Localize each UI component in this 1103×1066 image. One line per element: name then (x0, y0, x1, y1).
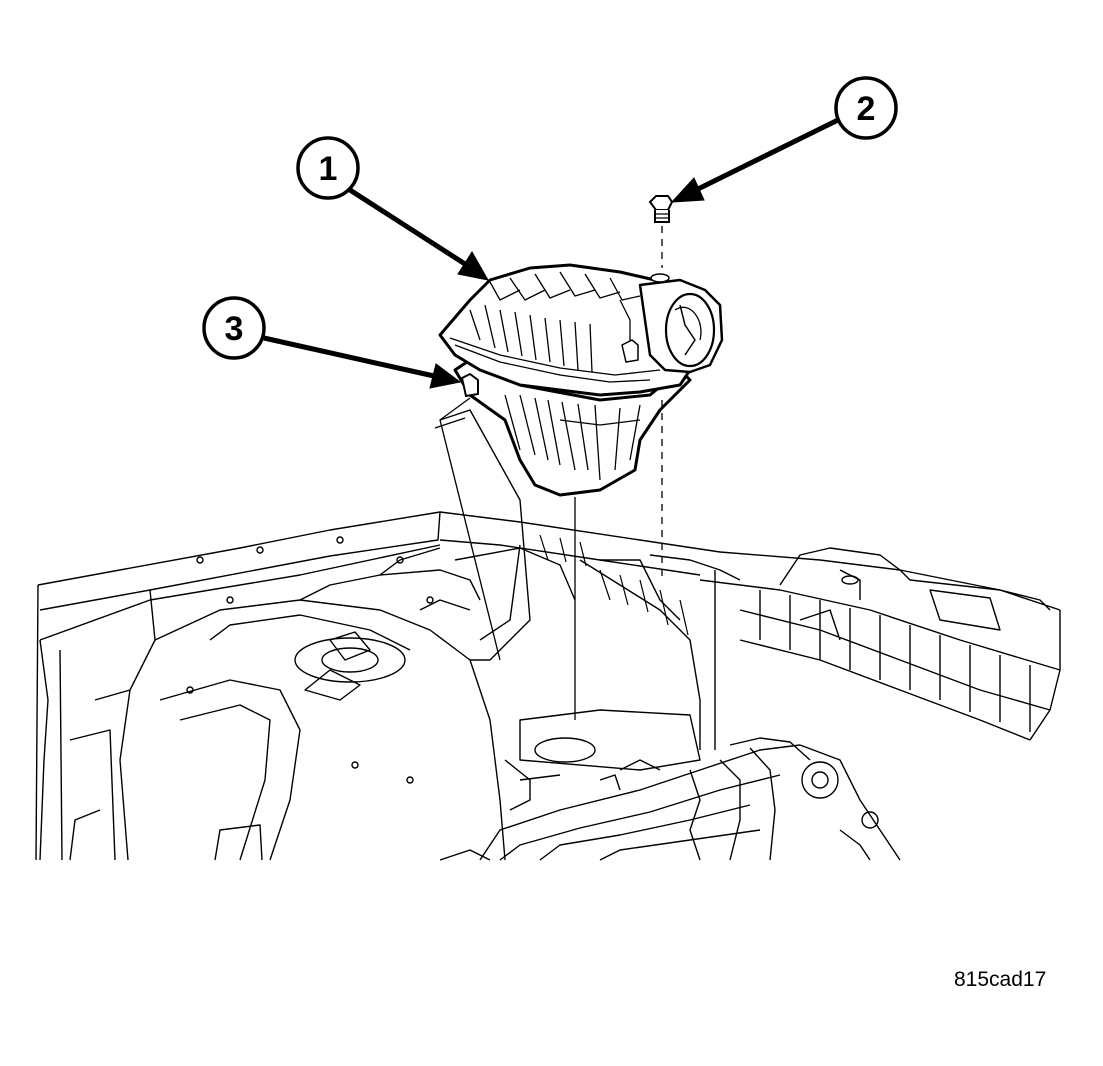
air-cleaner-housing (438, 263, 724, 497)
callout-1-number: 1 (319, 150, 338, 188)
mounting-bolt (648, 195, 674, 223)
callout-1: 1 (296, 136, 360, 200)
locating-peg (461, 373, 479, 397)
alignment-lines (439, 226, 663, 720)
callout-3: 3 (202, 296, 266, 360)
callout-3-number: 3 (225, 310, 244, 348)
callout-2-number: 2 (857, 90, 876, 128)
callout-2: 2 (834, 76, 898, 140)
callout-leaders (263, 117, 840, 389)
figure-code: 815cad17 (954, 968, 1047, 991)
